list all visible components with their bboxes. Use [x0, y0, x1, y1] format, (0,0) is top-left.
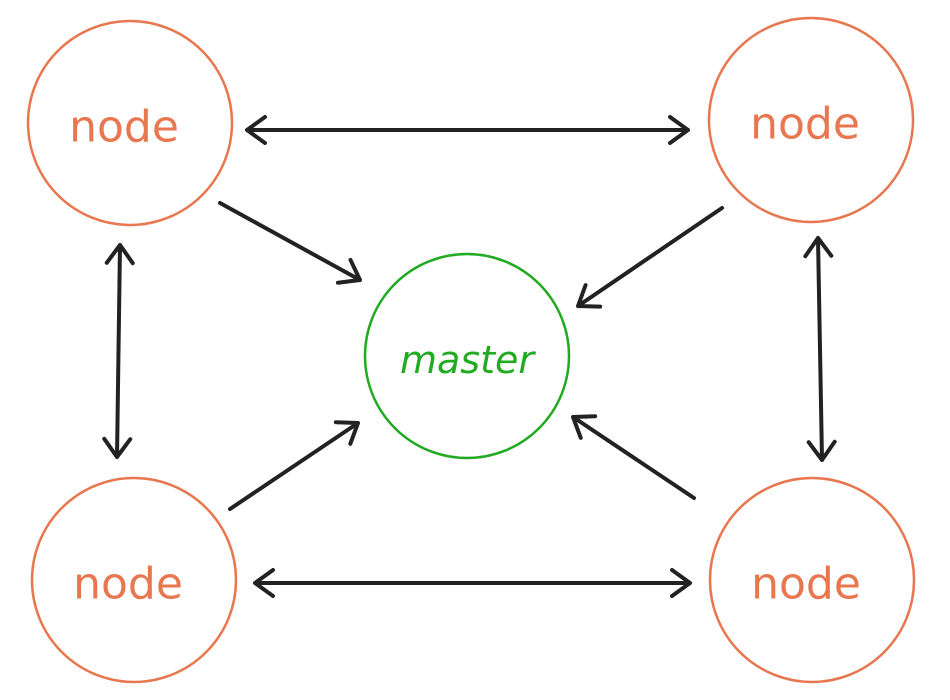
node-top-left-label: node [69, 102, 179, 153]
node-bottom-left-label: node [73, 559, 183, 610]
node-bottom-right: node [708, 476, 916, 684]
master-circle [363, 252, 571, 460]
master-node: master [363, 252, 571, 460]
edge-node-bottom-left-to-master-arrow [228, 420, 360, 511]
node-bottom-right-circle [708, 476, 916, 684]
edge-node-top-left-to-master-arrow [218, 201, 362, 285]
edge-node-top-left-to-node-top-right-bidirectional-arrow [245, 115, 690, 145]
node-top-right-circle [707, 16, 915, 224]
node-top-right: node [707, 16, 915, 224]
node-top-right-label: node [750, 99, 860, 150]
edge-node-bottom-right-to-master-arrow [571, 414, 696, 500]
edge-node-top-left-to-node-bottom-left-bidirectional-arrow [102, 243, 135, 459]
node-top-left-circle [26, 19, 234, 227]
node-top-left: node [26, 19, 234, 227]
node-bottom-right-label: node [751, 559, 861, 610]
edge-node-bottom-left-to-node-bottom-right-bidirectional-arrow [253, 568, 692, 598]
edge-node-top-right-to-master-arrow [576, 206, 724, 309]
node-bottom-left-circle [30, 476, 238, 684]
edges-layer [102, 115, 837, 598]
master-label: master [400, 338, 536, 382]
node-bottom-left: node [30, 476, 238, 684]
edge-node-top-right-to-node-bottom-right-bidirectional-arrow [803, 236, 837, 462]
